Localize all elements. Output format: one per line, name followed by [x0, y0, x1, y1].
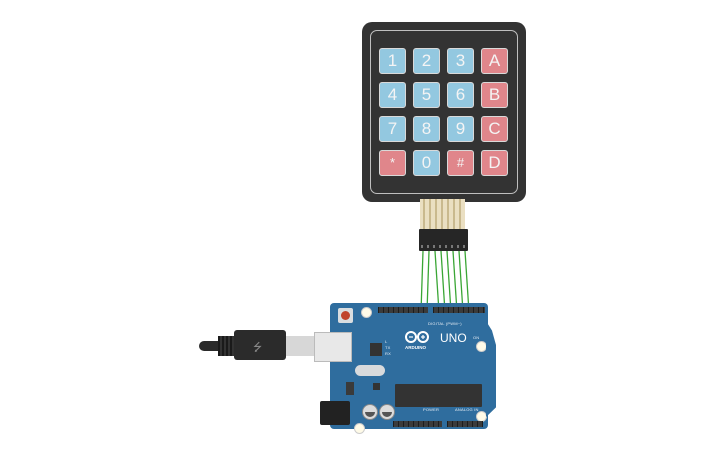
mount-hole: [354, 423, 365, 434]
dc-power-jack[interactable]: [320, 401, 350, 425]
key-2[interactable]: 2: [413, 48, 440, 74]
reset-button[interactable]: [338, 308, 353, 323]
capacitor: [379, 404, 395, 420]
usb-cable-wire: [199, 341, 221, 351]
key-star[interactable]: *: [379, 150, 406, 176]
key-b[interactable]: B: [481, 82, 508, 108]
usb-icon: ⭍: [253, 342, 263, 354]
usb-cable-plug[interactable]: ⭍: [234, 330, 286, 360]
arduino-logo-icon: [405, 331, 429, 343]
usb-cable-strain-relief: [218, 336, 236, 356]
key-5[interactable]: 5: [413, 82, 440, 108]
key-1[interactable]: 1: [379, 48, 406, 74]
key-d[interactable]: D: [481, 150, 508, 176]
key-hash[interactable]: #: [447, 150, 474, 176]
digital-label: DIGITAL (PWM~): [428, 321, 462, 326]
mount-hole: [361, 307, 372, 318]
analog-label: ANALOG IN: [455, 407, 479, 412]
key-8[interactable]: 8: [413, 116, 440, 142]
led-rx-label: RX: [385, 351, 391, 356]
usb-b-port[interactable]: [314, 332, 352, 362]
analog-header[interactable]: [447, 421, 483, 427]
keypad-border: [370, 30, 518, 194]
small-chip: [373, 383, 380, 390]
atmega-microcontroller: [395, 384, 482, 407]
voltage-regulator: [346, 382, 354, 395]
keypad-ribbon-cable: [420, 199, 465, 229]
arduino-uno-board[interactable]: DIGITAL (PWM~) L TX RX ON ARDUINO UNO PO…: [330, 303, 488, 434]
key-c[interactable]: C: [481, 116, 508, 142]
keypad-header-connector[interactable]: [419, 229, 468, 251]
digital-header-high[interactable]: [378, 307, 428, 313]
key-4[interactable]: 4: [379, 82, 406, 108]
power-label: POWER: [423, 407, 440, 412]
keypad-4x4[interactable]: 1 2 3 A 4 5 6 B 7 8 9 C * 0 # D: [362, 22, 526, 202]
digital-header-low[interactable]: [433, 307, 485, 313]
key-7[interactable]: 7: [379, 116, 406, 142]
usb-plug-metal: [286, 336, 316, 356]
key-9[interactable]: 9: [447, 116, 474, 142]
crystal-oscillator: [355, 365, 385, 376]
key-a[interactable]: A: [481, 48, 508, 74]
mount-hole: [476, 341, 487, 352]
key-0[interactable]: 0: [413, 150, 440, 176]
power-header[interactable]: [393, 421, 442, 427]
usb-chip: [370, 343, 382, 356]
led-l-label: L: [385, 339, 388, 344]
key-3[interactable]: 3: [447, 48, 474, 74]
capacitor: [362, 404, 378, 420]
led-tx-label: TX: [385, 345, 391, 350]
brand-label: ARDUINO: [405, 345, 426, 350]
key-6[interactable]: 6: [447, 82, 474, 108]
model-label: UNO: [440, 331, 467, 345]
led-on-label: ON: [473, 335, 480, 340]
